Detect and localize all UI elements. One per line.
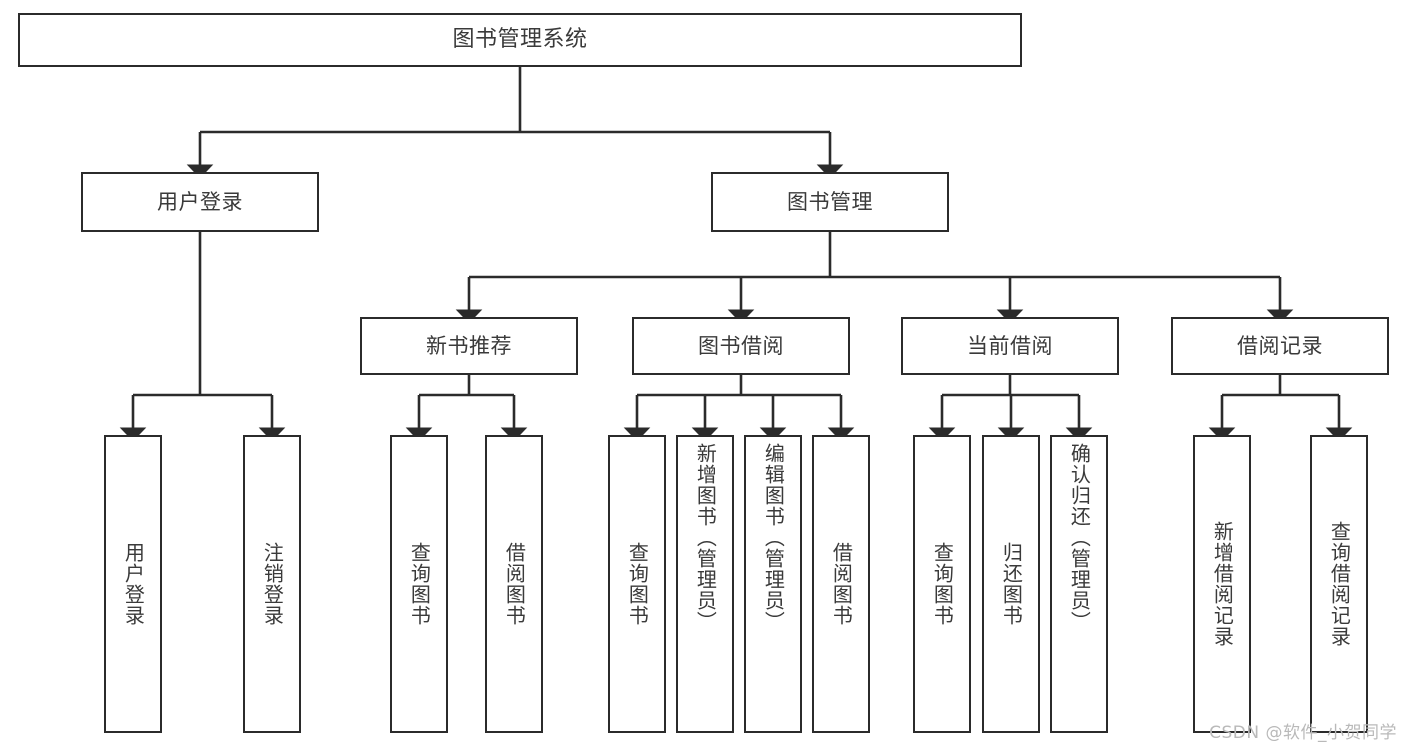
node-leaf-query-book-3: 查询图书 xyxy=(913,435,971,733)
node-user-login-label: 用户登录 xyxy=(157,189,243,214)
node-leaf-edit-book-label: 编辑图书（管理员） xyxy=(761,443,786,632)
node-leaf-logout-label: 注销登录 xyxy=(260,542,285,626)
node-leaf-confirm-return: 确认归还（管理员） xyxy=(1050,435,1108,733)
node-leaf-user-login: 用户登录 xyxy=(104,435,162,733)
node-leaf-add-book-label: 新增图书（管理员） xyxy=(693,443,718,632)
node-leaf-borrow-book-1-label: 借阅图书 xyxy=(502,542,527,626)
node-book-borrow-label: 图书借阅 xyxy=(698,333,784,358)
node-root-label: 图书管理系统 xyxy=(452,27,588,53)
watermark-text: CSDN @软件_小贺同学 xyxy=(1209,723,1397,743)
node-leaf-query-book-3-label: 查询图书 xyxy=(930,542,955,626)
node-new-book-rec-label: 新书推荐 xyxy=(426,333,512,358)
node-leaf-query-book-1: 查询图书 xyxy=(390,435,448,733)
node-leaf-add-book: 新增图书（管理员） xyxy=(676,435,734,733)
node-book-manage-label: 图书管理 xyxy=(787,189,873,214)
node-user-login: 用户登录 xyxy=(81,172,319,232)
node-leaf-add-record-label: 新增借阅记录 xyxy=(1210,521,1235,647)
node-leaf-return-book-label: 归还图书 xyxy=(999,542,1024,626)
node-book-manage: 图书管理 xyxy=(711,172,949,232)
node-leaf-borrow-book-1: 借阅图书 xyxy=(485,435,543,733)
node-current-borrow: 当前借阅 xyxy=(901,317,1119,375)
node-leaf-query-record: 查询借阅记录 xyxy=(1310,435,1368,733)
node-borrow-record-label: 借阅记录 xyxy=(1237,333,1323,358)
node-leaf-return-book: 归还图书 xyxy=(982,435,1040,733)
node-leaf-edit-book: 编辑图书（管理员） xyxy=(744,435,802,733)
node-leaf-add-record: 新增借阅记录 xyxy=(1193,435,1251,733)
node-leaf-borrow-book-2-label: 借阅图书 xyxy=(829,542,854,626)
node-leaf-query-record-label: 查询借阅记录 xyxy=(1327,521,1352,647)
node-leaf-confirm-return-label: 确认归还（管理员） xyxy=(1067,443,1092,632)
node-leaf-logout: 注销登录 xyxy=(243,435,301,733)
node-borrow-record: 借阅记录 xyxy=(1171,317,1389,375)
node-leaf-query-book-1-label: 查询图书 xyxy=(407,542,432,626)
node-leaf-borrow-book-2: 借阅图书 xyxy=(812,435,870,733)
node-leaf-query-book-2-label: 查询图书 xyxy=(625,542,650,626)
node-root: 图书管理系统 xyxy=(18,13,1022,67)
node-current-borrow-label: 当前借阅 xyxy=(967,333,1053,358)
node-book-borrow: 图书借阅 xyxy=(632,317,850,375)
node-new-book-rec: 新书推荐 xyxy=(360,317,578,375)
node-leaf-user-login-label: 用户登录 xyxy=(121,542,146,626)
node-leaf-query-book-2: 查询图书 xyxy=(608,435,666,733)
